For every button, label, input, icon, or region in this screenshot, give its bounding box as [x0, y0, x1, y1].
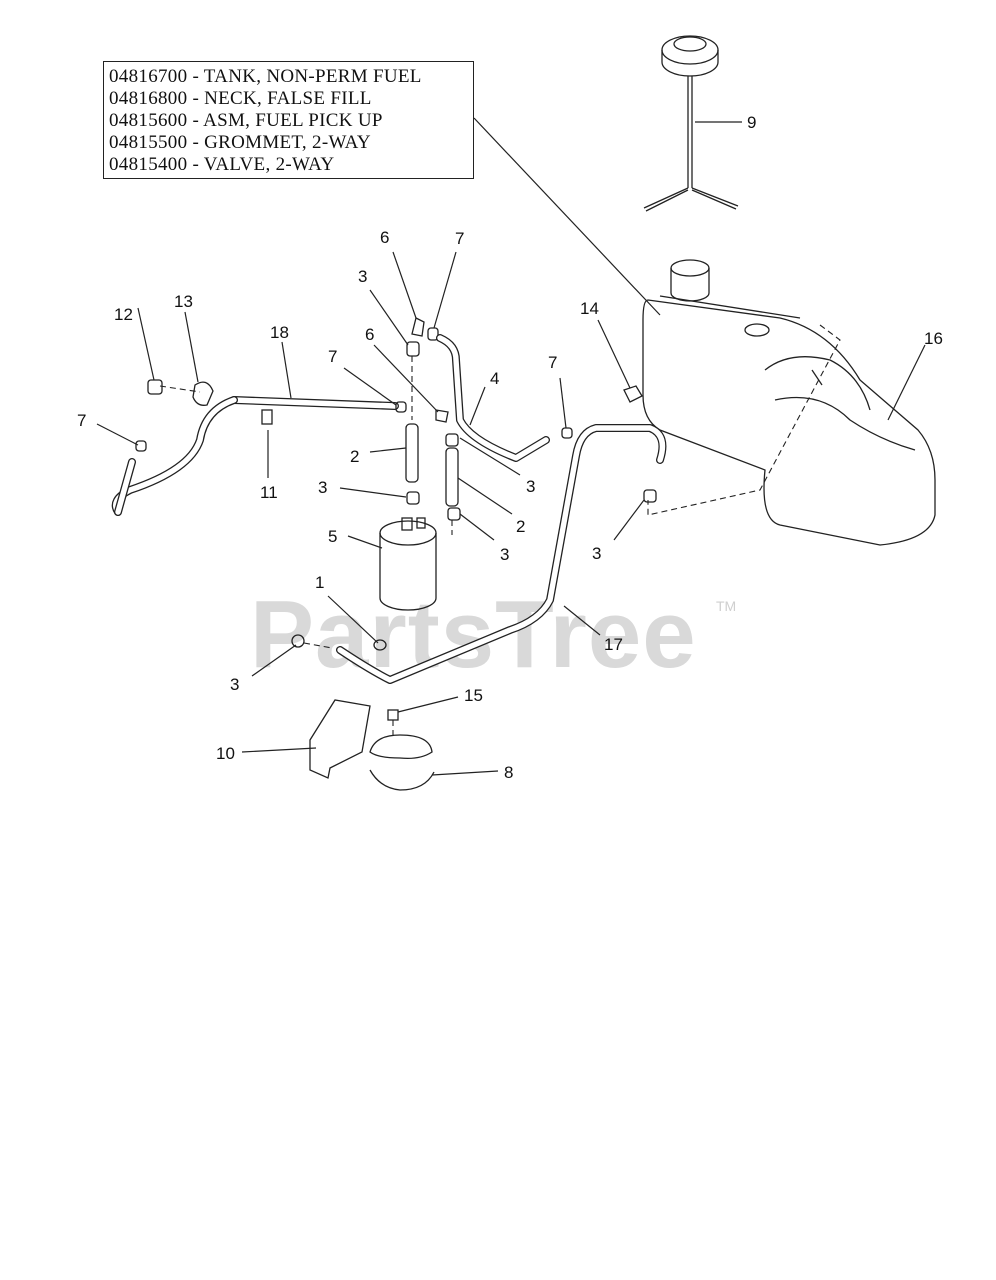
leader-13 [184, 311, 199, 383]
callout-7d: 7 [548, 353, 557, 372]
part-12-fitting [147, 379, 163, 395]
leader-3f [251, 644, 297, 677]
callout-3c: 3 [526, 477, 535, 496]
leader-2b [457, 477, 513, 515]
leader-15 [397, 696, 459, 713]
hose-2-right [445, 433, 461, 521]
callout-4: 4 [490, 369, 499, 388]
hose-2-left [405, 341, 420, 505]
watermark-trademark: TM [716, 598, 737, 614]
parts-list-line: 04815600 - ASM, FUEL PICK UP [109, 110, 383, 131]
mounting-bracket [309, 699, 371, 779]
callout-9: 9 [747, 113, 756, 132]
callout-17: 17 [604, 635, 623, 654]
callout-6b: 6 [365, 325, 374, 344]
hose-clamp-upper [369, 734, 433, 760]
callout-12: 12 [114, 305, 133, 324]
leader-12 [137, 307, 155, 381]
callout-1: 1 [315, 573, 324, 592]
leader-3b [339, 487, 407, 498]
leader-7c [343, 367, 397, 406]
parts-list-box: 04816700 - TANK, NON-PERM FUEL 04816800 … [103, 61, 474, 179]
leader-3c [459, 437, 521, 476]
leader-6a [392, 251, 417, 319]
callout-2a: 2 [350, 447, 359, 466]
part-14-valve [623, 385, 643, 403]
dash-grommet-left [303, 642, 333, 649]
hose-4 [436, 334, 550, 462]
parts-list-line: 04816700 - TANK, NON-PERM FUEL [109, 66, 422, 87]
part-15-screw [387, 709, 399, 721]
part-1-fitting [373, 639, 387, 651]
part-3-grommet-right [643, 489, 657, 503]
part-7-clamp-a [135, 440, 147, 452]
hose-17 [336, 424, 667, 684]
callout-7b: 7 [455, 229, 464, 248]
hose-clamp-lower [369, 769, 435, 791]
leader-18 [281, 341, 292, 399]
callout-7a: 7 [77, 411, 86, 430]
part-13-elbow [192, 381, 214, 406]
leader-7a [96, 423, 139, 446]
callout-3f: 3 [230, 675, 239, 694]
box-leader-line [473, 117, 661, 316]
leader-3e [613, 499, 645, 541]
leader-17 [563, 605, 601, 636]
leader-7d [559, 377, 567, 429]
parts-list-line: 04815400 - VALVE, 2-WAY [109, 154, 335, 175]
callout-18: 18 [270, 323, 289, 342]
leader-14 [597, 319, 631, 389]
leader-1 [327, 595, 379, 644]
leader-8 [431, 770, 499, 776]
callout-8: 8 [504, 763, 513, 782]
callout-15: 15 [464, 686, 483, 705]
watermark-logo: PartsTree [250, 581, 697, 688]
part-7-clamp-top [427, 327, 439, 341]
leader-16 [887, 344, 926, 421]
parts-list-line: 04816800 - NECK, FALSE FILL [109, 88, 372, 109]
leader-3a [369, 289, 409, 346]
part-7-clamp-right [561, 427, 573, 439]
parts-list-line: 04815500 - GROMMET, 2-WAY [109, 132, 371, 153]
callout-14: 14 [580, 299, 599, 318]
leader-5 [347, 535, 383, 549]
leader-10 [241, 747, 317, 753]
callout-5: 5 [328, 527, 337, 546]
callout-3e: 3 [592, 544, 601, 563]
leader-6b [373, 344, 439, 413]
part-6-tee-top [411, 317, 425, 337]
charcoal-canister [379, 517, 437, 611]
vent-hose-18 [111, 396, 399, 516]
callout-16: 16 [924, 329, 943, 348]
callout-11: 11 [260, 483, 278, 502]
dash-canister [411, 356, 453, 535]
callout-10: 10 [216, 744, 235, 763]
callout-6a: 6 [380, 228, 389, 247]
callout-13: 13 [174, 292, 193, 311]
callout-3a: 3 [358, 267, 367, 286]
part-7-clamp-mid [395, 401, 407, 413]
leader-7b [433, 251, 457, 329]
callout-3d: 3 [500, 545, 509, 564]
part-3-grommet-left [291, 634, 305, 648]
callout-3b: 3 [318, 478, 327, 497]
leader-2a [369, 447, 407, 453]
leader-4 [469, 386, 486, 426]
callout-7c: 7 [328, 347, 337, 366]
leader-3d [459, 513, 495, 541]
tank-valve-dash [647, 324, 841, 516]
callout-2b: 2 [516, 517, 525, 536]
dash-12-13 [159, 385, 201, 393]
part-6-tee-mid [435, 409, 449, 423]
fuel-cap-pickup [643, 35, 739, 212]
fuel-tank [642, 259, 936, 546]
part-11-clip [261, 409, 273, 425]
